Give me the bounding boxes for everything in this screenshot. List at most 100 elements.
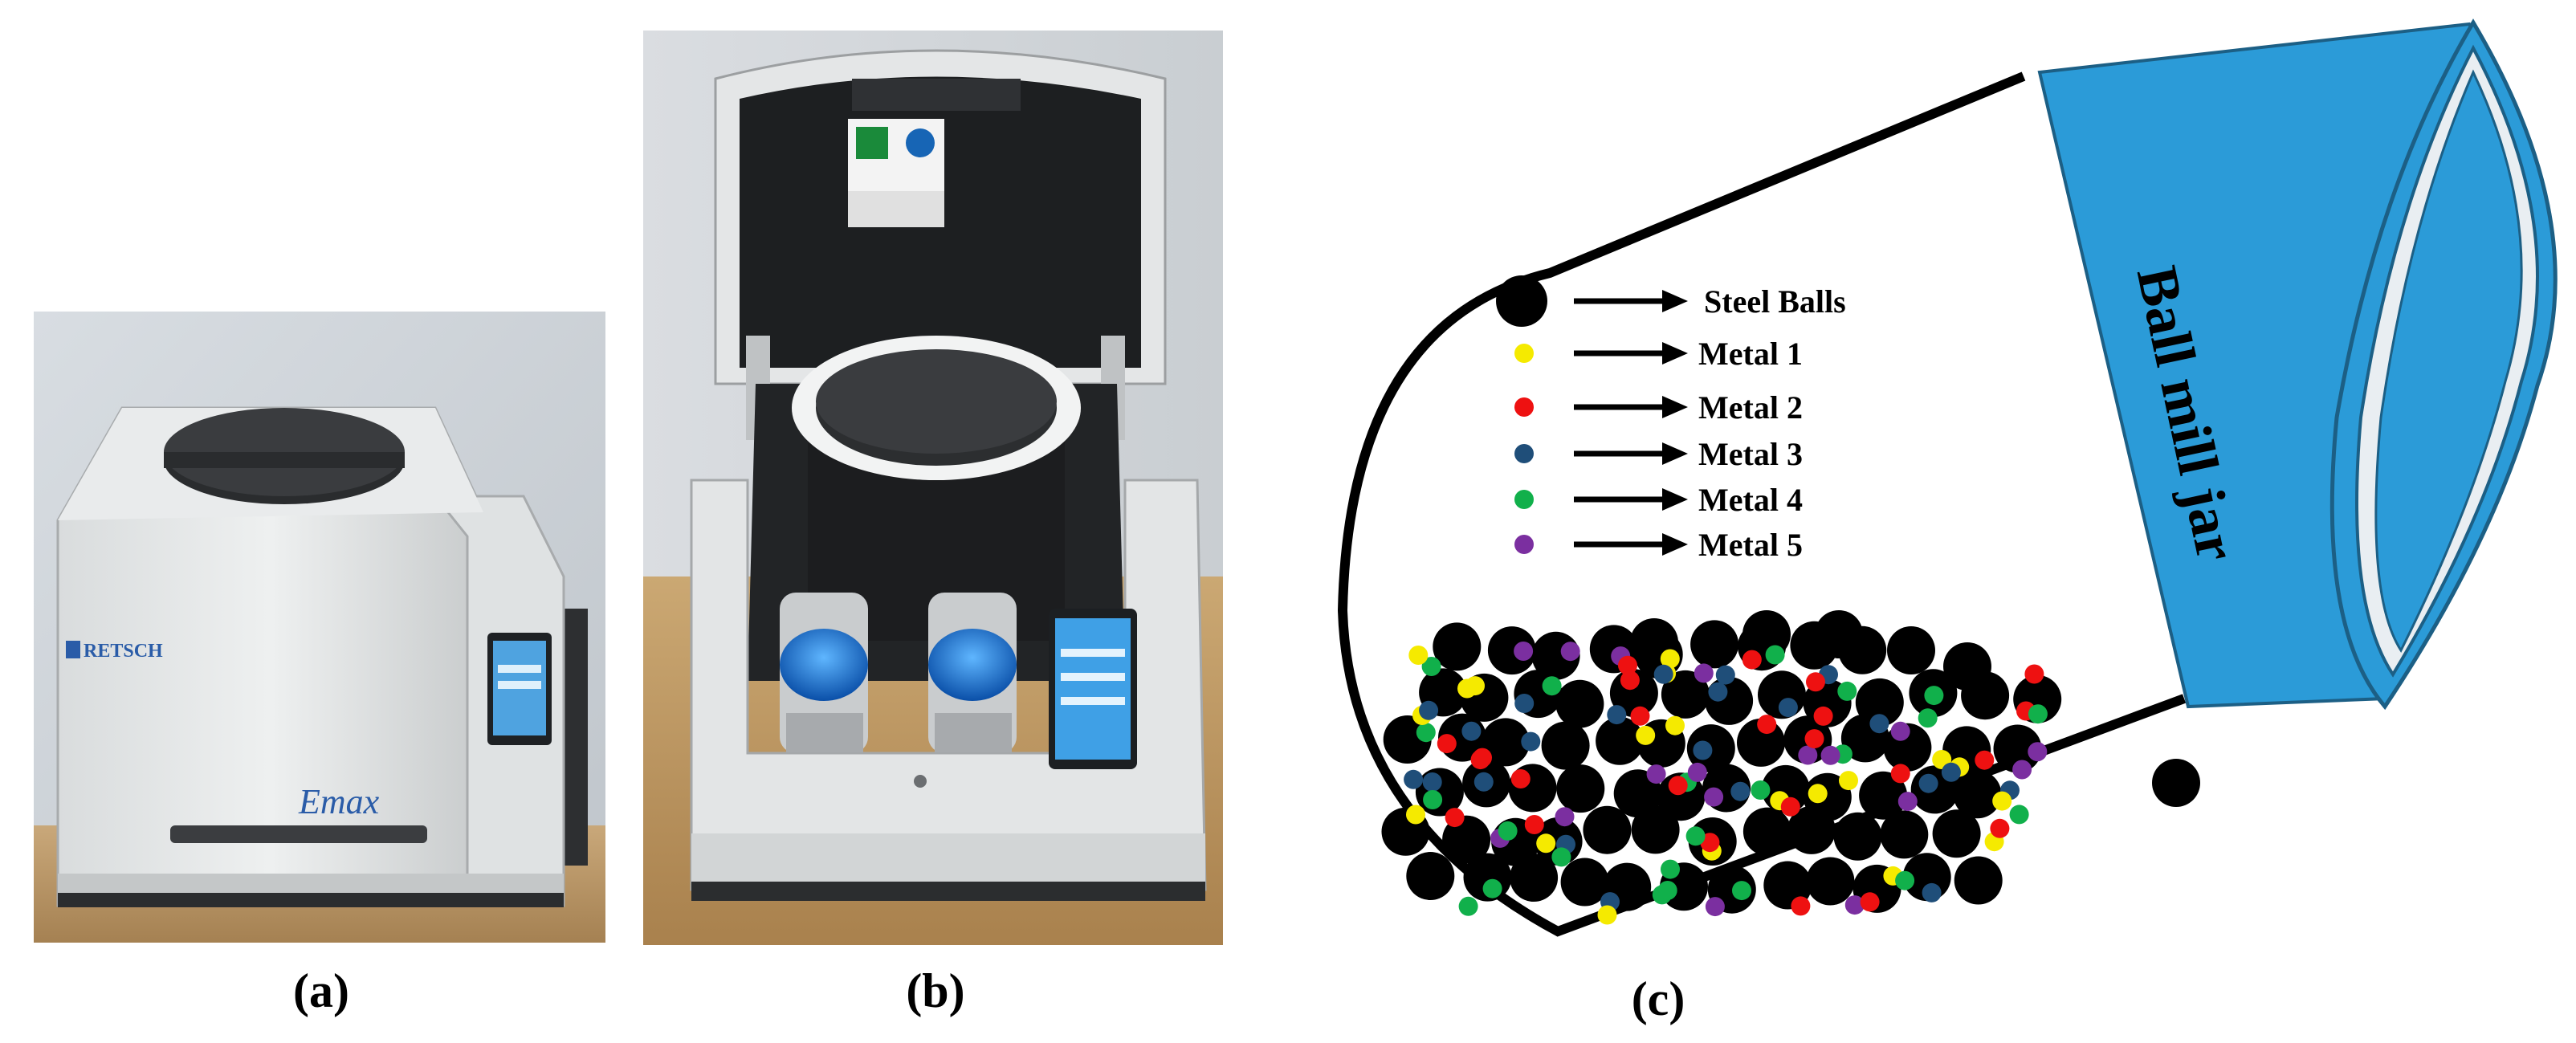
- steel-ball: [1742, 807, 1791, 856]
- steel-ball: [1993, 724, 2042, 773]
- legend-swatch-5: [1514, 490, 1534, 509]
- metal-particle: [1895, 870, 1915, 890]
- steel-ball: [1833, 812, 1882, 861]
- metal-particle: [1839, 771, 1858, 791]
- metal-particle: [1445, 808, 1465, 828]
- metal-particle: [1806, 672, 1825, 692]
- steel-ball: [1787, 805, 1836, 854]
- steel-ball: [1583, 805, 1632, 854]
- metal-particle: [1461, 721, 1482, 741]
- metal-particle: [1630, 706, 1650, 726]
- metal-particle: [1708, 682, 1728, 702]
- metal-particle: [1668, 776, 1688, 796]
- metal-particle: [1687, 762, 1707, 782]
- metal-particle: [1419, 700, 1439, 720]
- legend-swatch-4: [1514, 444, 1534, 463]
- metal-particle: [1780, 797, 1800, 817]
- legend-arrow-head-5: [1662, 488, 1688, 511]
- brand-logo-text: RETSCH: [84, 641, 163, 662]
- legend-swatch-2: [1514, 344, 1534, 363]
- steel-ball: [1953, 770, 2002, 819]
- steel-ball: [1510, 854, 1559, 902]
- legend-arrow-head-1: [1662, 290, 1688, 312]
- metal-particle: [1918, 773, 1938, 793]
- model-logo-text: Emax: [298, 782, 380, 821]
- metal-particle: [1778, 698, 1798, 718]
- metal-particle: [1705, 897, 1725, 917]
- steel-ball: [1943, 642, 1991, 691]
- metal-particle: [1685, 826, 1706, 846]
- metal-particle: [1514, 694, 1535, 713]
- metal-particle: [1732, 881, 1751, 901]
- legend-label-2: Metal 1: [1698, 336, 1803, 372]
- steel-ball: [1954, 856, 2003, 905]
- metal-particle: [1636, 725, 1656, 745]
- metal-particle: [2012, 760, 2032, 780]
- metal-particle: [1990, 818, 2010, 838]
- steel-ball: [1596, 716, 1645, 765]
- metal-particle: [1498, 821, 1518, 841]
- steel-ball: [1560, 858, 1609, 907]
- legend-arrow-head-3: [1662, 396, 1688, 418]
- ball-pile: [1381, 610, 2200, 925]
- legend-swatch-1: [1496, 275, 1547, 327]
- steel-ball: [1541, 721, 1590, 770]
- metal-particle: [1869, 714, 1889, 734]
- steel-ball: [1555, 679, 1604, 728]
- caption-c: (c): [1631, 972, 1685, 1025]
- steel-ball: [1690, 620, 1739, 669]
- metal-particle: [1813, 706, 1833, 726]
- legend-label-3: Metal 2: [1698, 389, 1803, 426]
- metal-particle: [1653, 664, 1673, 684]
- metal-particle: [1470, 750, 1490, 770]
- steel-ball: [1613, 769, 1662, 818]
- metal-particle: [1992, 791, 2012, 811]
- metal-particle: [1890, 764, 1910, 784]
- steel-ball: [1442, 815, 1491, 864]
- metal-particle: [1715, 665, 1735, 685]
- metal-particle: [1804, 729, 1824, 749]
- metal-particle: [1665, 715, 1685, 735]
- metal-particle: [1607, 705, 1627, 725]
- steel-ball: [1556, 764, 1605, 813]
- metal-particle: [1423, 790, 1443, 809]
- metal-particle: [1406, 805, 1425, 825]
- metal-particle: [1660, 649, 1680, 669]
- metal-particle: [1404, 769, 1424, 789]
- steel-ball: [1932, 809, 1981, 858]
- metal-particle: [1473, 772, 1494, 792]
- legend-swatch-3: [1514, 397, 1534, 417]
- steel-ball: [2152, 759, 2200, 807]
- metal-particle: [1620, 670, 1640, 691]
- steel-ball: [1705, 676, 1754, 725]
- metal-particle: [2024, 664, 2044, 684]
- metal-particle: [1422, 772, 1442, 792]
- metal-particle: [1618, 655, 1637, 675]
- steel-ball: [1661, 670, 1710, 719]
- legend-swatch-6: [1514, 535, 1534, 554]
- metal-particle: [1597, 905, 1617, 925]
- metal-particle: [1560, 642, 1580, 662]
- metal-particle: [1941, 762, 1961, 782]
- metal-particle: [1551, 847, 1571, 867]
- metal-particle: [1922, 882, 1942, 902]
- steel-ball: [1887, 626, 1935, 674]
- metal-particle: [1765, 645, 1785, 665]
- metal-particle: [1693, 740, 1713, 760]
- steel-ball: [1880, 810, 1929, 859]
- metal-particle: [1860, 892, 1880, 912]
- steel-ball: [1815, 610, 1863, 658]
- legend-label-4: Metal 3: [1698, 436, 1803, 472]
- metal-particle: [1421, 657, 1441, 676]
- metal-particle: [1704, 787, 1724, 807]
- steel-ball: [1482, 718, 1530, 767]
- metal-particle: [1646, 764, 1666, 784]
- metal-particle: [1536, 833, 1556, 854]
- steel-ball: [1806, 857, 1855, 906]
- metal-particle: [1458, 896, 1478, 916]
- legend-label-5: Metal 4: [1698, 482, 1803, 518]
- metal-particle: [1514, 642, 1534, 661]
- metal-particle: [1808, 784, 1828, 804]
- metal-particle: [2009, 805, 2029, 825]
